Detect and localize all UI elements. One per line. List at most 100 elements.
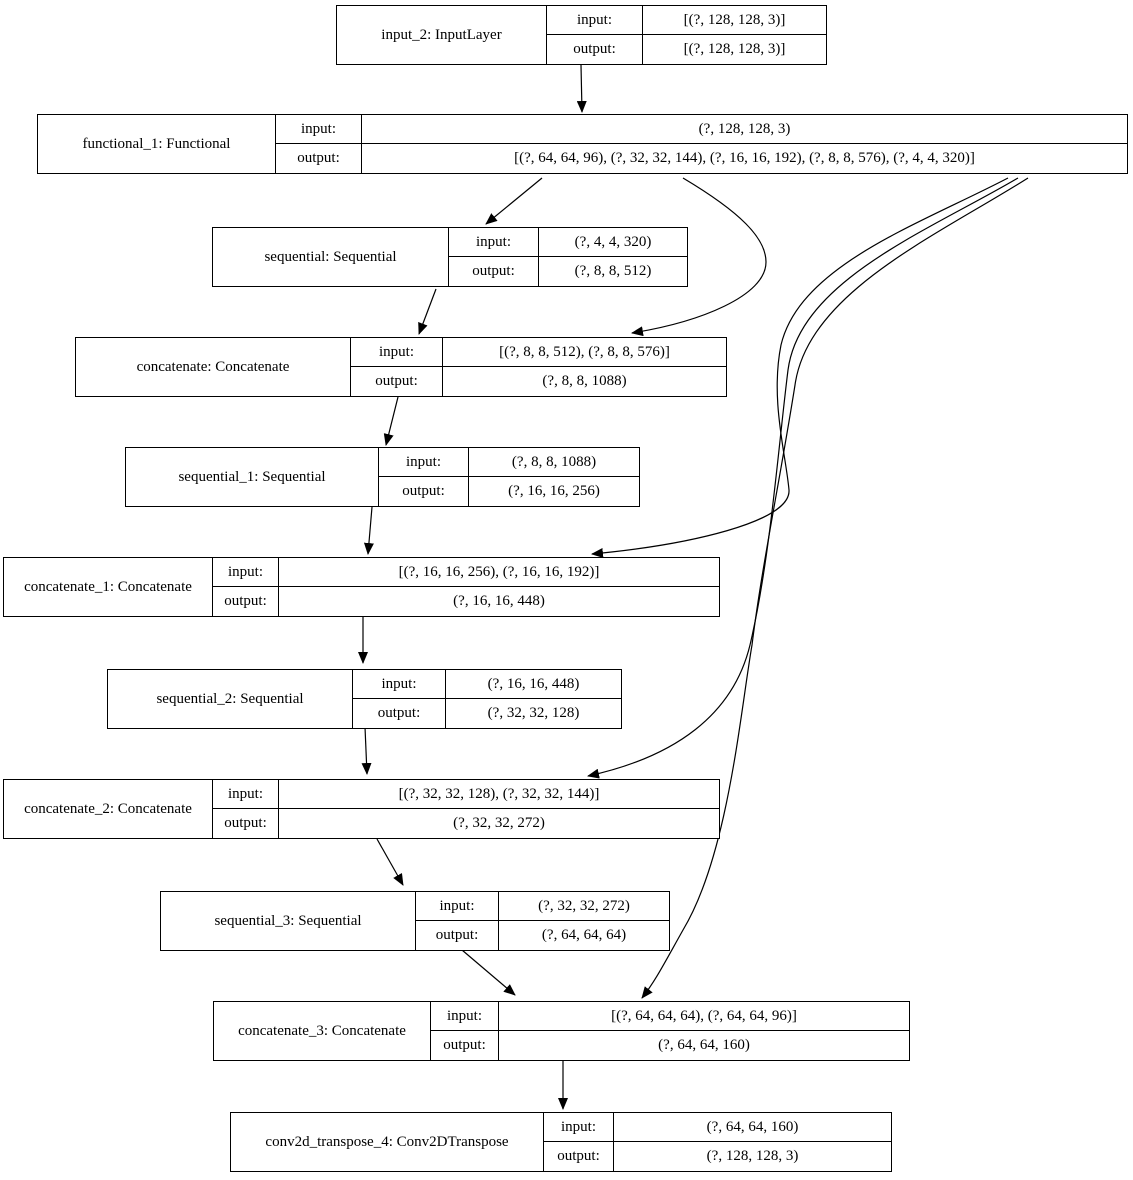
layer-title: sequential_3: Sequential bbox=[161, 892, 416, 950]
layer-title: sequential_1: Sequential bbox=[126, 448, 379, 506]
input-label: input: bbox=[213, 780, 279, 808]
io-shape-table: input: (?, 32, 32, 272) output: (?, 64, 64,… bbox=[416, 892, 669, 950]
output-shape-value: (?, 128, 128, 3) bbox=[706, 1148, 799, 1164]
output-shape-value: (?, 64, 64, 160) bbox=[658, 1037, 750, 1053]
output-label: output: bbox=[416, 921, 499, 950]
io-shape-table: input: [(?, 16, 16, 256), (?, 16, 16, 192… bbox=[213, 558, 719, 616]
output-shape-value: (?, 16, 16, 448) bbox=[453, 593, 545, 609]
input-label: input: bbox=[547, 6, 643, 34]
output-shape-value: (?, 32, 32, 128) bbox=[487, 705, 580, 721]
io-shape-table: input: (?, 128, 128, 3) output: [(?, 64, 64… bbox=[276, 115, 1127, 173]
input-label: input: bbox=[379, 448, 469, 476]
input-shape-value: [(?, 128, 128, 3)] bbox=[683, 11, 786, 28]
input-row: input: (?, 8, 8, 1088) bbox=[379, 448, 639, 477]
output-shape-value: (?, 16, 16, 256) bbox=[508, 483, 600, 499]
input-row: input: [(?, 16, 16, 256), (?, 16, 16, 192… bbox=[213, 558, 719, 587]
io-shape-table: input: (?, 64, 64, 160) output:(?, 128, 12… bbox=[544, 1113, 891, 1171]
output-row: output: (?, 16, 16, 448) bbox=[213, 587, 719, 616]
output-label: output: bbox=[547, 35, 643, 64]
output-row: output: [(?, 128, 128, 3)] bbox=[547, 35, 826, 64]
io-shape-table: input: [(?, 64, 64, 64), (?, 64, 64, 96)]… bbox=[431, 1002, 909, 1060]
input-shape-value: (?, 128, 128, 3) bbox=[698, 120, 791, 137]
output-shape-value: (?, 32, 32, 272) bbox=[453, 815, 545, 831]
io-shape-table: input: (?, 8, 8, 1088) output: (?, 16, 16, … bbox=[379, 448, 639, 506]
layer-title: concatenate_1: Concatenate bbox=[4, 558, 213, 616]
input-shape-value: (?, 64, 64, 160) bbox=[706, 1118, 799, 1135]
input-row: input: [(?, 128, 128, 3)] bbox=[547, 6, 826, 35]
edge-sequential_3-to-concatenate_3 bbox=[461, 949, 516, 996]
input-label: input: bbox=[276, 115, 362, 143]
io-shape-table: input: [(?, 32, 32, 128), (?, 32, 32, 144… bbox=[213, 780, 719, 838]
output-shape-value: (?, 64, 64, 64) bbox=[541, 927, 627, 943]
edge-sequential_1-to-concatenate_1 bbox=[363, 506, 374, 555]
input-shape-value: [(?, 8, 8, 512), (?, 8, 8, 576)] bbox=[499, 343, 670, 360]
output-row: output: (?, 8, 8, 512) bbox=[449, 257, 687, 286]
edge-functional_1-to-concatenate bbox=[631, 177, 767, 337]
output-label: output: bbox=[213, 809, 279, 838]
edge-sequential_2-to-concatenate_2 bbox=[361, 726, 372, 775]
input-shape-value: [(?, 32, 32, 128), (?, 32, 32, 144)] bbox=[398, 785, 600, 802]
layer-title: sequential: Sequential bbox=[213, 228, 449, 286]
input-label: input: bbox=[213, 558, 279, 586]
input-shape-value: (?, 8, 8, 1088) bbox=[511, 453, 597, 470]
output-label: output: bbox=[353, 699, 446, 728]
layer-title: concatenate: Concatenate bbox=[76, 338, 351, 396]
edge-functional_1-to-concatenate_1 bbox=[591, 177, 1009, 558]
input-shape-value: [(?, 16, 16, 256), (?, 16, 16, 192)] bbox=[398, 563, 600, 580]
layer-title: input_2: InputLayer bbox=[337, 6, 547, 64]
input-label: input: bbox=[353, 670, 446, 698]
output-shape-value: [(?, 64, 64, 96), (?, 32, 32, 144), (?, … bbox=[514, 150, 975, 166]
layer-title: concatenate_2: Concatenate bbox=[4, 780, 213, 838]
io-shape-table: input: (?, 16, 16, 448) output: (?, 32, 32,… bbox=[353, 670, 621, 728]
edge-functional_1-to-sequential bbox=[485, 177, 543, 225]
output-label: output: bbox=[351, 367, 443, 396]
output-row: output:(?, 8, 8, 1088) bbox=[351, 367, 726, 396]
edge-functional_1-to-concatenate_2 bbox=[587, 177, 1019, 779]
edge-input_2-to-functional_1 bbox=[576, 64, 587, 113]
output-row: output: (?, 64, 64, 64) bbox=[416, 921, 669, 950]
input-label: input: bbox=[416, 892, 499, 920]
layer-title: sequential_2: Sequential bbox=[108, 670, 353, 728]
input-shape-value: (?, 16, 16, 448) bbox=[487, 675, 580, 692]
output-label: output: bbox=[449, 257, 539, 286]
output-label: output: bbox=[379, 477, 469, 506]
output-row: output:(?, 128, 128, 3) bbox=[544, 1142, 891, 1171]
input-row: input: [(?, 8, 8, 512), (?, 8, 8, 576)] bbox=[351, 338, 726, 367]
input-label: input: bbox=[351, 338, 443, 366]
layer-title: conv2d_transpose_4: Conv2DTranspose bbox=[231, 1113, 544, 1171]
output-shape-value: (?, 8, 8, 512) bbox=[574, 263, 652, 279]
input-row: input: (?, 16, 16, 448) bbox=[353, 670, 621, 699]
output-label: output: bbox=[276, 144, 362, 173]
output-row: output: (?, 64, 64, 160) bbox=[431, 1031, 909, 1060]
output-row: output: (?, 32, 32, 128) bbox=[353, 699, 621, 728]
output-shape-value: [(?, 128, 128, 3)] bbox=[683, 41, 786, 57]
layer-title: concatenate_3: Concatenate bbox=[214, 1002, 431, 1060]
input-row: input: [(?, 64, 64, 64), (?, 64, 64, 96)] bbox=[431, 1002, 909, 1031]
input-row: input: [(?, 32, 32, 128), (?, 32, 32, 144… bbox=[213, 780, 719, 809]
output-label: output: bbox=[431, 1031, 499, 1060]
output-label: output: bbox=[213, 587, 279, 616]
edge-concatenate-to-sequential_1 bbox=[383, 396, 399, 446]
input-shape-value: (?, 32, 32, 272) bbox=[538, 897, 630, 914]
input-shape-value: (?, 4, 4, 320) bbox=[574, 233, 652, 250]
input-label: input: bbox=[544, 1113, 614, 1141]
input-row: input: (?, 128, 128, 3) bbox=[276, 115, 1127, 144]
input-row: input: (?, 32, 32, 272) bbox=[416, 892, 669, 921]
output-row: output: [(?, 64, 64, 96), (?, 32, 32, 144… bbox=[276, 144, 1127, 173]
input-label: input: bbox=[449, 228, 539, 256]
input-shape-value: [(?, 64, 64, 64), (?, 64, 64, 96)] bbox=[611, 1007, 797, 1024]
input-label: input: bbox=[431, 1002, 499, 1030]
input-row: input: (?, 4, 4, 320) bbox=[449, 228, 687, 257]
